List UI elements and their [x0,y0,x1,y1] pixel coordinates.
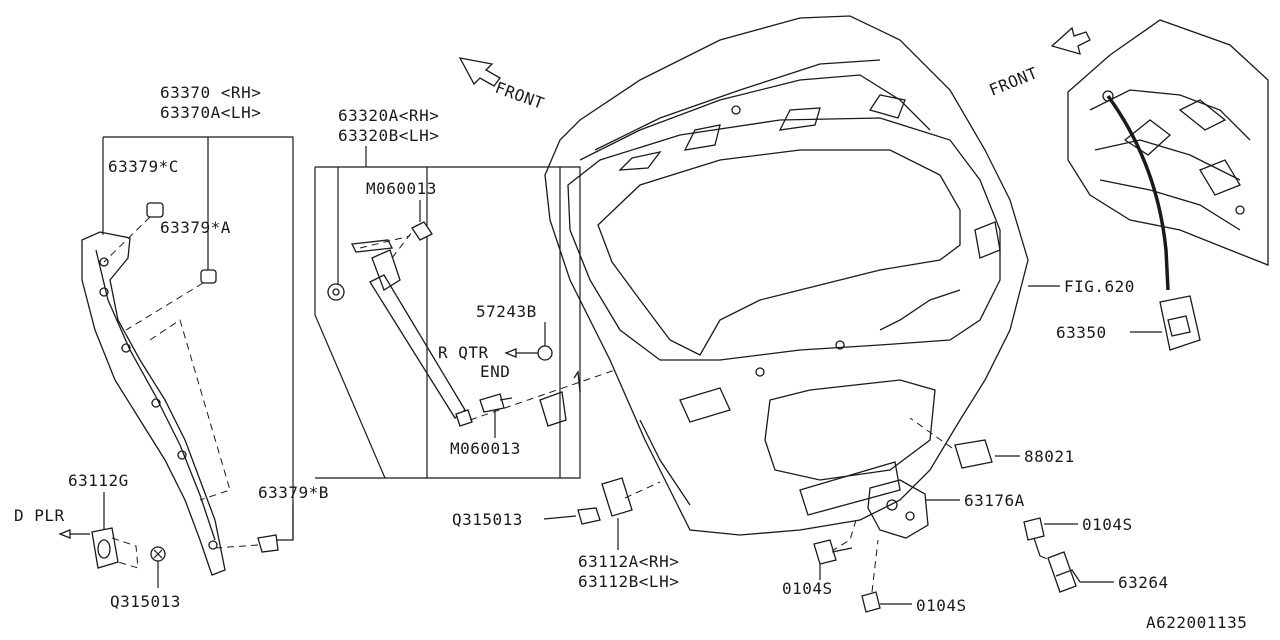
clip-63379c [103,202,164,263]
screw-q315013-left [150,546,166,588]
tailgate-panel [544,15,1029,536]
callout-57243b: 57243B [476,302,537,321]
callout-63112b: 63112B<LH> [578,572,679,591]
callout-63379c: 63379*C [108,157,179,176]
stopper-bracket [539,370,581,427]
callout-88021: 88021 [1024,447,1075,466]
front-label-right: FRONT [986,63,1040,100]
callout-r-qtr-end: END [480,362,510,381]
callout-63370-rh: 63370 <RH> [160,83,261,102]
bolt-0104s-left [813,539,853,580]
callout-63379a: 63379*A [160,218,231,237]
callout-63112a: 63112A<RH> [578,552,679,571]
bolt-m060013-bottom [479,393,513,413]
callout-63370-lh: 63370A<LH> [160,103,261,122]
callout-fig620: FIG.620 [1064,277,1135,296]
wire-harness [1106,94,1170,291]
striker-63264 [1039,551,1081,593]
callout-63379b: 63379*B [258,483,329,502]
callout-m060013-bottom: M060013 [450,439,521,458]
clip-63379b [214,534,279,553]
callout-m060013-top: M060013 [366,179,437,198]
bumper-63112g [91,527,139,569]
callout-63112g: 63112G [68,471,129,490]
callout-0104s-left: 0104S [782,579,833,598]
callout-q315013-left: Q315013 [110,592,181,611]
callout-0104s-bottom: 0104S [916,596,967,615]
bolt-0104s-right [1023,517,1045,557]
bolt-0104s-bottom [861,539,881,613]
callout-63320b: 63320B<LH> [338,126,439,145]
callout-63176a: 63176A [964,491,1025,510]
connector-63350 [1159,295,1201,351]
bracket-63320 [315,166,581,479]
bumper-63112a [577,477,661,525]
trim-panel-63370 [81,231,226,576]
callout-0104s-right: 0104S [1082,515,1133,534]
callout-63320a: 63320A<RH> [338,106,439,125]
clip-63379a [125,269,217,331]
callout-63264: 63264 [1118,573,1169,592]
front-arrow-left: FRONT [458,57,547,113]
bracket-63370 [102,136,294,541]
gas-strut-63320 [327,221,473,427]
callout-q315013-mid: Q315013 [452,510,523,529]
front-arrow-right: FRONT [986,26,1091,100]
latch-63176a [799,461,929,553]
callout-d-plr: D PLR [14,506,65,525]
callout-63350: 63350 [1056,323,1107,342]
body-interior [1067,19,1269,266]
diagram-id: A622001135 [1146,613,1247,632]
front-label-left: FRONT [493,78,547,113]
callout-r-qtr: R QTR [438,343,489,362]
handle-switch-88021 [909,417,993,469]
